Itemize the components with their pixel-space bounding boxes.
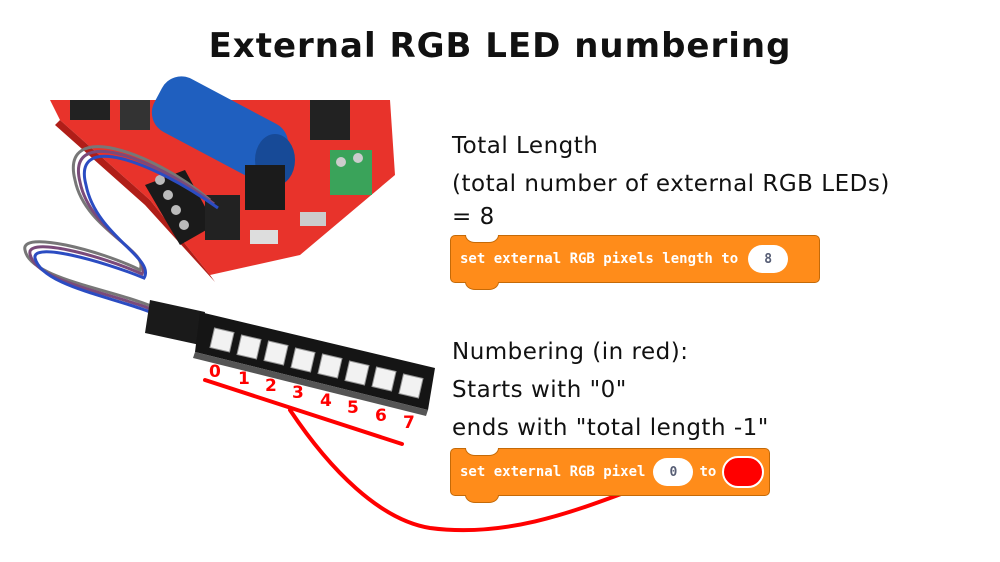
total-length-value: = 8	[452, 204, 495, 230]
block-notch-bottom	[465, 282, 499, 290]
block-notch-top	[465, 448, 499, 456]
led-number-3: 3	[292, 383, 304, 403]
total-length-heading: Total Length	[452, 133, 599, 159]
pixel-block-label: set external RGB pixel	[460, 464, 646, 480]
led-number-6: 6	[375, 406, 387, 426]
led-number-2: 2	[265, 376, 277, 396]
total-length-description: (total number of external RGB LEDs)	[452, 171, 890, 197]
numbering-end: ends with "total length -1"	[452, 415, 769, 441]
page-title: External RGB LED numbering	[208, 26, 792, 66]
led-strip	[193, 312, 435, 416]
length-value-input[interactable]: 8	[748, 245, 789, 273]
led-number-5: 5	[347, 398, 359, 418]
length-block-label: set external RGB pixels length to	[460, 251, 739, 267]
pixel-index-input[interactable]: 0	[653, 458, 694, 486]
numbering-note: Numbering (in red): Starts with "0" ends…	[452, 333, 769, 447]
led-number-0: 0	[209, 362, 221, 382]
total-length-note: Total Length (total number of external R…	[452, 127, 890, 231]
led-number-1: 1	[238, 369, 250, 389]
block-notch-top	[465, 235, 499, 243]
connector	[145, 300, 205, 345]
numbering-heading: Numbering (in red):	[452, 339, 689, 365]
controller-board-image	[50, 76, 395, 282]
numbering-start: Starts with "0"	[452, 377, 627, 403]
set-pixels-length-block[interactable]: set external RGB pixels length to 8	[450, 235, 820, 290]
ribbon-cable	[23, 145, 219, 320]
block-notch-bottom	[465, 495, 499, 503]
pixel-color-picker[interactable]	[722, 456, 765, 488]
pixel-to-label: to	[699, 464, 717, 480]
led-number-4: 4	[320, 391, 332, 411]
set-pixel-color-block[interactable]: set external RGB pixel 0 to	[450, 448, 770, 503]
led-number-7: 7	[403, 413, 415, 433]
